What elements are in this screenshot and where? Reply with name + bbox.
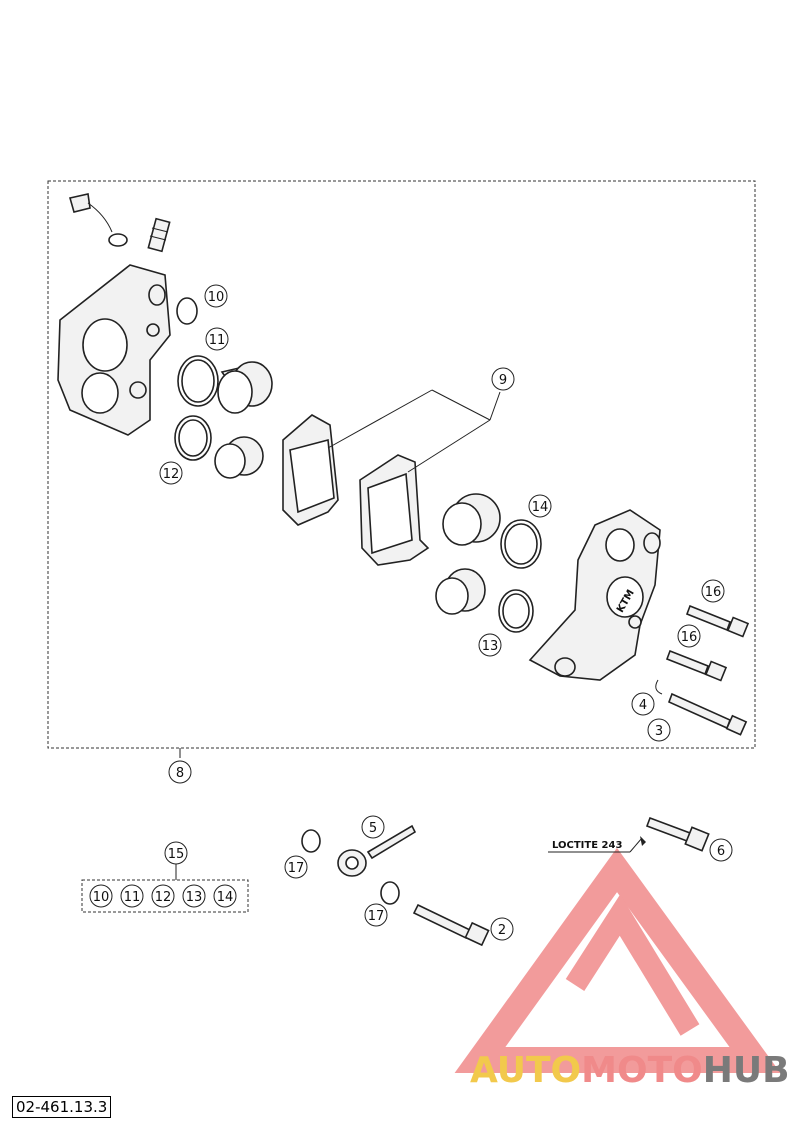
callout-6: 6 <box>709 838 733 862</box>
watermark-part-2: MOTO <box>581 1050 703 1091</box>
piston-large-left <box>217 361 273 414</box>
kit-item-circle <box>120 884 144 908</box>
brake-line-fitting-5-part <box>337 824 417 877</box>
kit-item-circle <box>151 884 175 908</box>
watermark-text: AUTOMOTOHUB <box>470 1050 790 1091</box>
callout-12-label: 12 <box>163 467 180 482</box>
callout-4: 4 <box>631 692 655 716</box>
piston-small-right <box>435 568 486 615</box>
repair-kit-items: 10 11 12 13 14 <box>89 884 237 908</box>
bolt-16-upper <box>685 604 750 638</box>
kit-item-circle <box>213 884 237 908</box>
watermark-wordmark: AUTOMOTOHUB <box>470 1050 790 1091</box>
seal-11-part <box>177 355 219 407</box>
watermark-part-1: AUTO <box>470 1050 581 1091</box>
bolt-16-lower <box>665 649 728 682</box>
callout-4-label: 4 <box>639 698 647 713</box>
watermark-part-3: HUB <box>703 1050 790 1091</box>
callout-17b-label: 17 <box>368 909 385 924</box>
leader-lines-9 <box>327 389 501 473</box>
right-caliper-half: KTM <box>528 509 661 681</box>
callout-8: 8 <box>168 760 192 784</box>
callout-6-label: 6 <box>717 844 725 859</box>
callout-11-label: 11 <box>209 333 226 348</box>
washer-17-upper-part <box>301 829 321 853</box>
callout-3-label: 3 <box>655 724 663 739</box>
piston-small-left <box>214 436 264 479</box>
seal-14-part <box>500 519 542 569</box>
callout-16a: 16 <box>701 579 725 603</box>
callout-5-label: 5 <box>369 821 377 836</box>
document-code: 02-461.13.3 <box>12 1096 112 1118</box>
kit-item-label: 13 <box>186 890 203 905</box>
callout-3: 3 <box>647 718 671 742</box>
kit-item-label: 14 <box>217 890 234 905</box>
circlip-4-part <box>655 679 663 695</box>
loctite-note: LOCTITE 243 <box>548 836 646 853</box>
left-caliper-half <box>57 264 171 436</box>
callout-13-label: 13 <box>482 639 499 654</box>
watermark-logo <box>454 847 781 1073</box>
brake-pad-right-part <box>359 454 430 566</box>
callout-9-label: 9 <box>499 373 507 388</box>
callout-13: 13 <box>478 633 502 657</box>
washer-17-lower-part <box>380 881 400 905</box>
callout-14: 14 <box>528 494 552 518</box>
kit-item-label: 12 <box>155 890 172 905</box>
callout-16a-label: 16 <box>705 585 722 600</box>
callout-2-label: 2 <box>498 923 506 938</box>
callout-5: 5 <box>361 815 385 839</box>
brake-pad-left-part <box>282 414 339 526</box>
callout-14-label: 14 <box>532 500 549 515</box>
callout-16b: 16 <box>677 624 701 648</box>
kit-item-label: 10 <box>93 890 110 905</box>
callout-15-label: 15 <box>168 847 185 862</box>
callout-17b: 17 <box>364 903 388 927</box>
piston-large-right <box>442 493 501 546</box>
o-ring-10-part <box>176 297 198 325</box>
callout-8-label: 8 <box>176 766 184 781</box>
bolt-6-part <box>645 816 710 852</box>
banjo-bolt-2-part <box>412 903 490 947</box>
pin-3-part <box>667 692 748 736</box>
caliper-kit-frame <box>47 180 756 749</box>
callout-16b-label: 16 <box>681 630 698 645</box>
kit-item-label: 11 <box>124 890 141 905</box>
callout-10: 10 <box>204 284 228 308</box>
callout-9: 9 <box>491 367 515 391</box>
bleeder-screw-part <box>147 217 171 253</box>
kit-item-circle <box>89 884 113 908</box>
callout-12: 12 <box>159 461 183 485</box>
callout-2: 2 <box>490 917 514 941</box>
kit-item-circle <box>182 884 206 908</box>
callout-10-label: 10 <box>208 290 225 305</box>
callout-17a: 17 <box>284 855 308 879</box>
bleeder-cap-part <box>68 193 128 247</box>
repair-kit-15: 10 11 12 13 14 <box>81 864 249 913</box>
loctite-label: LOCTITE 243 <box>552 840 622 851</box>
callout-17a-label: 17 <box>288 861 305 876</box>
seal-12-part <box>174 415 212 461</box>
callout-11: 11 <box>205 327 229 351</box>
callout-15: 15 <box>164 841 188 865</box>
seal-13-part <box>498 589 534 633</box>
